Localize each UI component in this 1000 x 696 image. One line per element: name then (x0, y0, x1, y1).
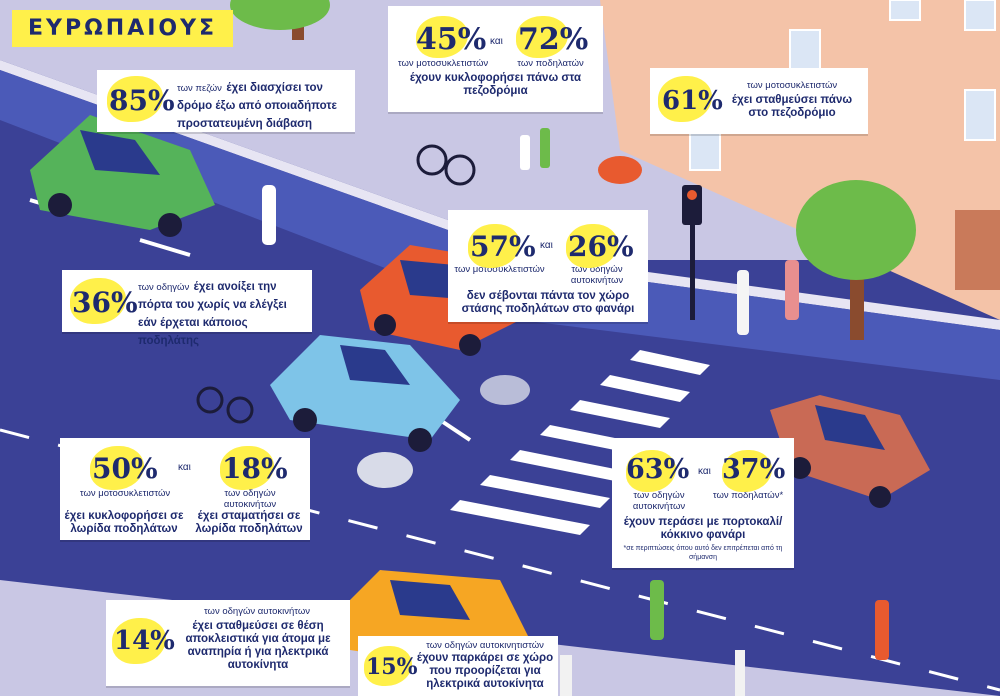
brown-car (770, 395, 930, 508)
stat-description: δεν σέβονται πάντα τον χώρο στάσης ποδηλ… (461, 290, 635, 315)
stat-description: έχει κυκλοφορήσει σε λωρίδα ποδηλάτων (64, 510, 184, 535)
traffic-light (682, 185, 702, 320)
stat-subject: των πεζών (177, 83, 222, 94)
stat-subject: των οδηγών (138, 282, 190, 293)
pedestrians (262, 128, 889, 660)
footnote: *σε περιπτώσεις όπου αυτό δεν επιτρέπετα… (623, 545, 783, 561)
stat-subject: των οδηγών αυτοκινήτων (570, 264, 624, 286)
stat-subject: των οδηγών αυτοκινήτων (223, 488, 277, 510)
stat-percent: 57% (470, 230, 536, 263)
stat-callout-61: 61% των μοτοσυκλετιστών έχει σταθμεύσει … (650, 68, 868, 134)
stat-subject: των μοτοσυκλετιστών (79, 488, 171, 499)
scooters (196, 144, 642, 488)
stat-subject: των ποδηλατών (517, 58, 584, 69)
page-title: ΕΥΡΩΠΑΙΟΥΣ (12, 10, 234, 47)
stat-percent: 26% (568, 230, 634, 263)
stat-callout-50-18: 50% και 18% των μοτοσυκλετιστών των οδηγ… (60, 438, 310, 540)
stat-verb: έχουν (416, 652, 449, 664)
stat-subject: των οδηγών αυτοκινητιστών (426, 640, 544, 651)
stat-percent: 15% (366, 654, 418, 680)
stat-percent: 45% (416, 22, 487, 57)
stat-percent: 14% (114, 626, 175, 656)
stat-description: έχει διασχίσει τον δρόμο έξω από οποιαδή… (177, 82, 337, 130)
conjunction-label: και (698, 466, 711, 477)
stat-subject: των μοτοσυκλετιστών (454, 264, 545, 275)
crosswalk (450, 350, 710, 535)
stat-description: έχει σταθμεύσει σε θέση αποκλειστικά για… (185, 620, 331, 671)
bike-lane-top (0, 70, 1000, 380)
stat-description: έχουν περάσει με πορτοκαλί/κόκκινο φανάρ… (623, 516, 783, 541)
stat-percent: 85% (109, 84, 175, 117)
stat-percent: 37% (722, 454, 786, 485)
building-door (955, 210, 1000, 290)
stat-percent: 50% (92, 452, 158, 485)
stat-subject: των ποδηλατών* (712, 490, 784, 501)
stat-callout-57-26: 57% και 26% των μοτοσυκλετιστών των οδηγ… (448, 210, 648, 322)
trees (230, 0, 916, 340)
charging-stations (560, 650, 745, 696)
stat-callout-45-72: 45% και 72% των μοτοσυκλετιστών των ποδη… (388, 6, 603, 112)
stat-callout-15: 15% των οδηγών αυτοκινητιστών έχουν παρκ… (358, 636, 558, 696)
conjunction-label: και (178, 462, 191, 473)
stat-subject: των μοτοσυκλετιστών (397, 58, 489, 69)
stat-description: έχει ανοίξει την πόρτα του χωρίς να ελέγ… (138, 281, 287, 347)
stat-percent: 18% (222, 452, 288, 485)
stat-callout-63-37: 63% και 37% των οδηγών αυτοκινήτων των π… (612, 438, 794, 568)
stat-description: έχει σταματήσει σε λωρίδα ποδηλάτων (195, 510, 303, 535)
stat-percent: 72% (518, 22, 589, 57)
stat-description: έχουν κυκλοφορήσει πάνω στα πεζοδρόμια (409, 72, 582, 97)
green-car (30, 115, 215, 237)
stat-description: έχει σταθμεύσει πάνω στο πεζοδρόμιο (731, 94, 853, 119)
stat-percent: 61% (662, 86, 723, 116)
stat-callout-14: 14% των οδηγών αυτοκινήτων έχει σταθμεύσ… (106, 600, 350, 686)
stat-percent: 63% (626, 454, 690, 485)
stat-subject: των οδηγών αυτοκινήτων (203, 606, 311, 617)
stat-description: παρκάρει σε χώρο που προορίζεται για ηλε… (426, 652, 554, 690)
conjunction-label: και (540, 240, 553, 251)
blue-car (270, 335, 460, 452)
stat-callout-36: 36% των οδηγών έχει ανοίξει την πόρτα το… (62, 270, 312, 347)
stat-percent: 36% (72, 286, 138, 319)
stat-subject: των οδηγών αυτοκινήτων (632, 490, 686, 512)
stat-callout-85: 85% των πεζών έχει διασχίσει τον δρόμο έ… (97, 70, 355, 132)
stat-subject: των μοτοσυκλετιστών (746, 80, 838, 91)
conjunction-label: και (490, 36, 503, 47)
